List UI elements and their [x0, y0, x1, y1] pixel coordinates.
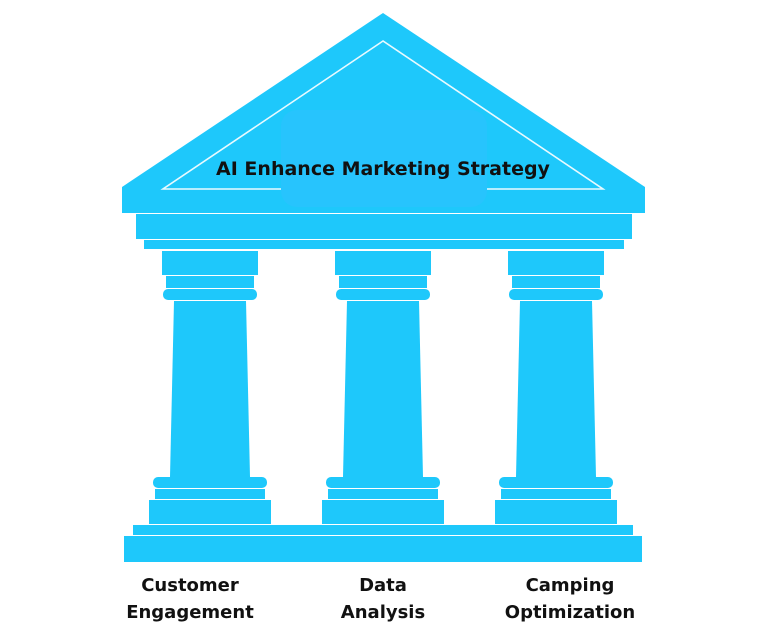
pillar-label-line: Analysis	[340, 602, 426, 623]
pillar-camping-optimization	[495, 251, 617, 524]
pillar-label-data-analysis: Data Analysis	[293, 572, 473, 626]
base-step-upper	[133, 525, 633, 535]
base-step-lower	[124, 536, 642, 562]
entablature-lower	[144, 240, 624, 249]
pillar-data-analysis	[322, 251, 444, 524]
pillar-label-camping-optimization: Camping Optimization	[480, 572, 660, 626]
diagram-title: AI Enhance Marketing Strategy	[216, 158, 551, 180]
pillar-label-line: Customer	[141, 575, 239, 596]
pillar-label-line: Optimization	[504, 602, 636, 623]
title-box	[281, 110, 487, 207]
pillar-label-line: Data	[359, 575, 407, 596]
pillar-label-line: Camping	[525, 575, 615, 596]
pillar-customer-engagement	[149, 251, 271, 524]
pillar-label-customer-engagement: Customer Engagement	[100, 572, 280, 626]
pillar-label-line: Engagement	[126, 602, 254, 623]
entablature-upper	[136, 214, 632, 239]
